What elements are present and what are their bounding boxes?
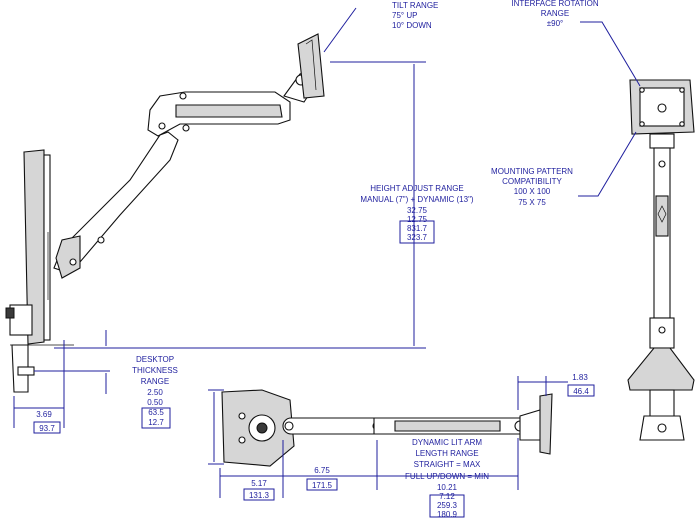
dynamic-arm-title: DYNAMIC LIT ARM [412,438,482,447]
height-adjust-in-max: 32.75 [407,206,428,215]
top-view-arm [221,389,553,467]
monitor-panel [23,149,45,345]
front-clamp [627,347,695,391]
dynamic-arm-in-min: 7.12 [439,492,455,501]
height-adjust-title: HEIGHT ADJUST RANGE [370,184,464,193]
interface-rotation-range: RANGE [541,9,569,18]
front-view-arm [627,79,695,441]
base-arm-mm: 131.3 [249,491,270,500]
dynamic-arm-mm-max: 259.3 [437,501,458,510]
mounting-pattern-100: 100 X 100 [514,187,551,196]
tilt-plate [297,33,325,99]
link-length-mm: 171.5 [312,481,333,490]
height-adjust-mm-min: 323.7 [407,233,428,242]
clamp-offset-in: 3.69 [36,410,52,419]
desk-thickness-title: DESKTOP [136,355,174,364]
dynamic-arm-full: FULL UP/DOWN = MIN [405,472,489,481]
head-depth-in: 1.83 [572,373,588,382]
desk-thickness-mm-min: 12.7 [148,418,164,427]
dynamic-arm-mm-min: 180.9 [437,510,458,519]
link-length-in: 6.75 [314,466,330,475]
dynamic-arm-straight: STRAIGHT = MAX [414,460,481,469]
height-adjust-label: HEIGHT ADJUST RANGE MANUAL (7") + DYNAMI… [360,184,474,242]
dimension-lines [13,7,641,518]
mounting-pattern-75: 75 X 75 [518,198,546,207]
height-adjust-in-min: 12.75 [407,215,428,224]
desk-thickness-in-min: 0.50 [147,398,163,407]
height-adjust-mm-max: 831.7 [407,224,428,233]
top-plate [539,393,553,455]
height-adjust-detail: MANUAL (7") + DYNAMIC (13") [360,195,474,204]
clamp-offset-label: 3.69 93.7 [36,410,55,433]
desk-thickness-in-max: 2.50 [147,388,163,397]
tilt-range-label: TILT RANGE 75° UP 10° DOWN [392,1,438,30]
link-length-label: 6.75 171.5 [312,466,333,490]
desk-thickness-label: DESKTOP THICKNESS RANGE 2.50 0.50 63.5 1… [132,355,178,427]
side-view-arm [5,33,325,393]
dynamic-arm-length: LENGTH RANGE [415,449,478,458]
clamp-block [9,304,33,336]
clamp-offset-mm: 93.7 [39,424,55,433]
tilt-range-down: 10° DOWN [392,21,432,30]
top-link [282,417,384,435]
dynamic-arm-label: DYNAMIC LIT ARM LENGTH RANGE STRAIGHT = … [405,438,489,519]
interface-rotation-value: ±90° [547,19,564,28]
tilt-range-title: TILT RANGE [392,1,438,10]
tilt-range-up: 75° UP [392,11,417,20]
mounting-pattern-label: MOUNTING PATTERN COMPATIBILITY 100 X 100… [491,167,573,207]
desk-thickness-mm-max: 63.5 [148,408,164,417]
desk-thickness-sub: THICKNESS [132,366,178,375]
head-depth-mm: 46.4 [573,387,589,396]
interface-rotation-title: INTERFACE ROTATION [511,0,598,8]
mounting-pattern-title: MOUNTING PATTERN [491,167,573,176]
interface-rotation-label: INTERFACE ROTATION RANGE ±90° [511,0,598,28]
base-arm-label: 5.17 131.3 [249,479,270,500]
dynamic-arm-in-max: 10.21 [437,483,458,492]
mounting-pattern-compat: COMPATIBILITY [502,177,562,186]
desk-thickness-range: RANGE [141,377,169,386]
head-depth-label: 1.83 46.4 [572,373,589,396]
base-arm-in: 5.17 [251,479,267,488]
